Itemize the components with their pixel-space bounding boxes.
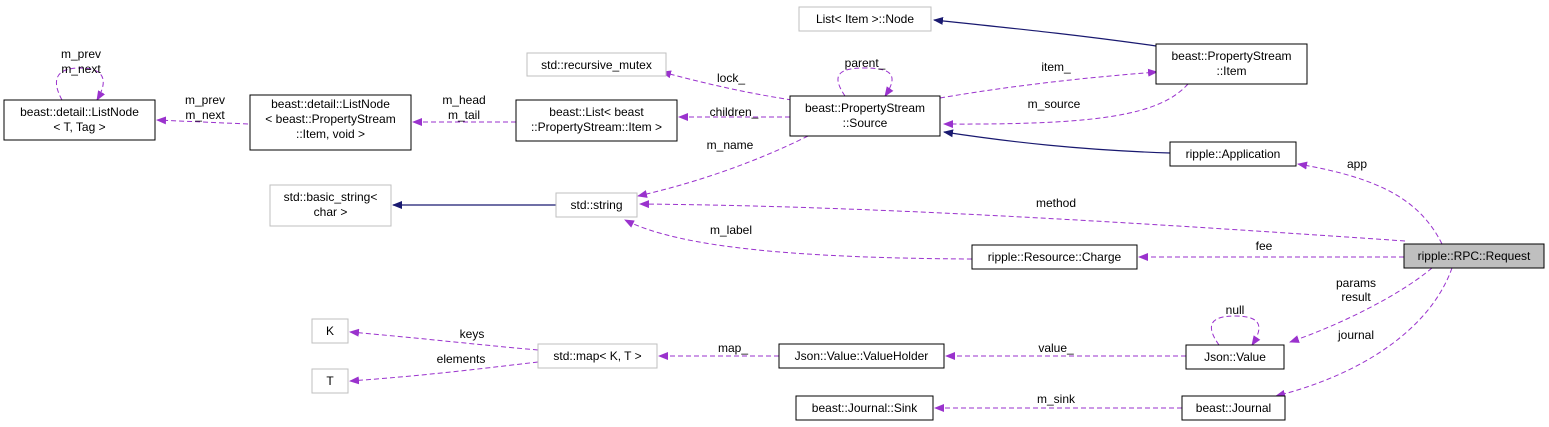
edge-label-listnode-self-1: m_prev bbox=[61, 47, 101, 61]
edge-label-listnode-tag-1: m_prev bbox=[185, 93, 225, 107]
edge-label-m-source: m_source bbox=[1028, 97, 1081, 111]
edge-label-app: app bbox=[1347, 157, 1367, 171]
edge-label-m-name: m_name bbox=[707, 138, 754, 152]
node-std-map[interactable]: std::map< K, T > bbox=[537, 343, 658, 369]
node-json-value[interactable]: Json::Value bbox=[1185, 344, 1285, 370]
node-listnode-tag-line1: beast::detail::ListNode bbox=[20, 105, 139, 119]
edge-label-list-2: m_tail bbox=[448, 108, 480, 122]
edge-source-to-string bbox=[637, 135, 809, 198]
node-list-item-node[interactable]: List< Item >::Node bbox=[798, 6, 932, 32]
node-valueholder-label: Json::Value::ValueHolder bbox=[795, 349, 929, 363]
node-psitem-line1: beast::PropertyStream bbox=[1171, 49, 1291, 63]
edge-label-list-1: m_head bbox=[442, 93, 485, 107]
node-request-label: ripple::RPC::Request bbox=[1418, 249, 1531, 263]
node-t-label: T bbox=[326, 374, 334, 388]
node-property-stream-source[interactable]: beast::PropertyStream ::Source bbox=[789, 95, 941, 137]
node-k-label: K bbox=[326, 324, 334, 338]
node-source-line1: beast::PropertyStream bbox=[805, 101, 925, 115]
edge-label-keys: keys bbox=[460, 327, 485, 341]
node-journal-label: beast::Journal bbox=[1196, 401, 1271, 415]
node-t[interactable]: T bbox=[311, 368, 349, 394]
edge-listnode-item-to-tag bbox=[156, 116, 249, 125]
edge-map-to-k bbox=[349, 328, 539, 351]
node-basic-string-line1: std::basic_string< bbox=[284, 190, 378, 204]
edges bbox=[56, 16, 1453, 412]
node-journal-sink-label: beast::Journal::Sink bbox=[812, 401, 918, 415]
node-beast-list-line2: ::PropertyStream::Item > bbox=[531, 120, 662, 134]
edge-charge-to-string bbox=[624, 219, 973, 260]
edge-label-map: map_ bbox=[718, 341, 748, 355]
edge-application-inherits-source bbox=[943, 129, 1171, 154]
edge-map-to-t bbox=[349, 361, 539, 385]
node-k[interactable]: K bbox=[311, 318, 349, 344]
node-listnode-item[interactable]: beast::detail::ListNode < beast::Propert… bbox=[249, 94, 412, 151]
edge-labels: m_prev m_next m_prev m_next m_head m_tai… bbox=[61, 47, 1376, 406]
edge-label-listnode-tag-2: m_next bbox=[185, 108, 225, 122]
edge-label-lock: lock_ bbox=[717, 71, 745, 85]
edge-source-to-mutex bbox=[661, 70, 793, 101]
edge-label-journal: journal bbox=[1337, 328, 1374, 342]
edge-label-m-sink: m_sink bbox=[1037, 392, 1076, 406]
node-journal-sink[interactable]: beast::Journal::Sink bbox=[795, 395, 934, 421]
edge-source-self-loop bbox=[837, 67, 894, 97]
node-charge-label: ripple::Resource::Charge bbox=[988, 250, 1122, 264]
edge-listnode-self-loop bbox=[56, 67, 106, 101]
edge-label-m-label: m_label bbox=[710, 223, 752, 237]
node-std-string[interactable]: std::string bbox=[555, 192, 638, 218]
edge-label-elements: elements bbox=[437, 352, 486, 366]
edge-label-params: params bbox=[1336, 276, 1376, 290]
edge-psitem-to-source bbox=[943, 83, 1189, 129]
node-json-value-label: Json::Value bbox=[1204, 350, 1266, 364]
node-psitem-line2: ::Item bbox=[1216, 64, 1246, 78]
node-listnode-tag[interactable]: beast::detail::ListNode < T, Tag > bbox=[3, 99, 156, 141]
edge-psitem-inherits-node bbox=[933, 16, 1157, 47]
node-beast-journal[interactable]: beast::Journal bbox=[1181, 395, 1286, 421]
node-listnode-item-line2: < beast::PropertyStream bbox=[265, 112, 395, 126]
node-std-map-label: std::map< K, T > bbox=[553, 349, 641, 363]
node-application-label: ripple::Application bbox=[1186, 147, 1281, 161]
node-basic-string[interactable]: std::basic_string< char > bbox=[269, 184, 392, 227]
edge-request-to-string bbox=[639, 200, 1406, 242]
node-source-line2: ::Source bbox=[843, 116, 888, 130]
node-resource-charge[interactable]: ripple::Resource::Charge bbox=[971, 244, 1138, 270]
node-std-string-label: std::string bbox=[570, 198, 622, 212]
edge-jsonvalue-self-loop bbox=[1210, 315, 1261, 346]
node-valueholder[interactable]: Json::Value::ValueHolder bbox=[778, 343, 945, 369]
node-beast-list-line1: beast::List< beast bbox=[549, 105, 644, 119]
edge-label-parent: parent_ bbox=[845, 56, 886, 70]
edge-request-to-application bbox=[1297, 161, 1443, 245]
node-listnode-item-line3: ::Item, void > bbox=[296, 127, 365, 141]
node-ripple-application[interactable]: ripple::Application bbox=[1169, 141, 1297, 167]
edge-request-to-journal bbox=[1275, 267, 1453, 398]
node-beast-list[interactable]: beast::List< beast ::PropertyStream::Ite… bbox=[515, 99, 678, 142]
edge-label-fee: fee bbox=[1256, 239, 1273, 253]
edge-label-value: value_ bbox=[1038, 341, 1074, 355]
edge-label-null: null bbox=[1226, 303, 1245, 317]
edge-label-method: method bbox=[1036, 196, 1076, 210]
node-list-item-node-label: List< Item >::Node bbox=[816, 12, 914, 26]
edge-label-result: result bbox=[1341, 290, 1371, 304]
node-recursive-mutex-label: std::recursive_mutex bbox=[541, 58, 652, 72]
edge-label-children: children_ bbox=[710, 105, 759, 119]
edge-request-to-jsonvalue bbox=[1289, 267, 1433, 343]
node-basic-string-line2: char > bbox=[314, 205, 348, 219]
edge-label-listnode-self-2: m_next bbox=[61, 62, 101, 76]
node-recursive-mutex[interactable]: std::recursive_mutex bbox=[526, 52, 667, 77]
node-property-stream-item[interactable]: beast::PropertyStream ::Item bbox=[1155, 43, 1308, 85]
node-listnode-tag-line2: < T, Tag > bbox=[53, 120, 105, 134]
edge-label-item: item_ bbox=[1041, 60, 1071, 74]
node-listnode-item-line1: beast::detail::ListNode bbox=[271, 97, 390, 111]
edge-source-to-psitem bbox=[939, 68, 1158, 99]
node-rpc-request[interactable]: ripple::RPC::Request bbox=[1403, 243, 1545, 269]
